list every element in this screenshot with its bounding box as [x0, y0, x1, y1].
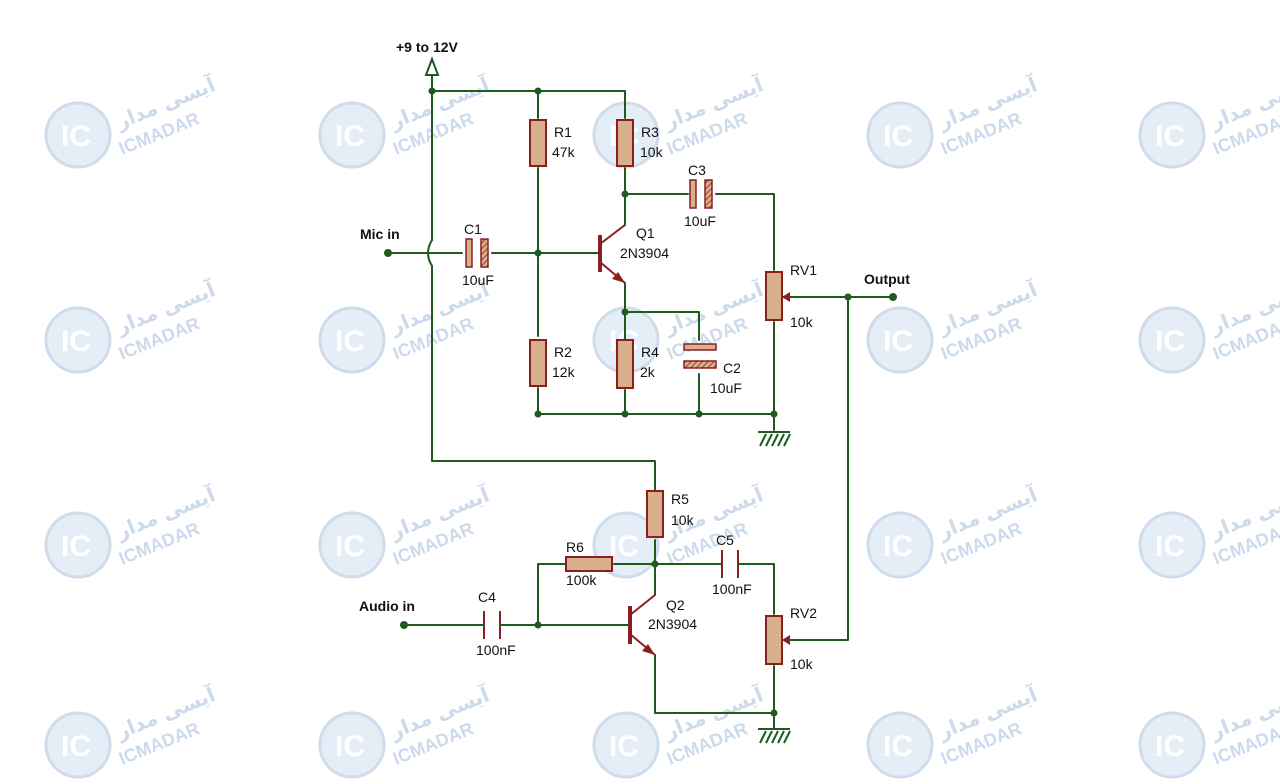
- svg-text:IC: IC: [883, 120, 913, 153]
- svg-text:C1: C1: [464, 221, 482, 237]
- svg-text:IC: IC: [609, 530, 639, 563]
- svg-text:R4: R4: [641, 344, 659, 360]
- capacitor-c4: C4 100nF: [476, 589, 516, 658]
- svg-text:2k: 2k: [640, 364, 656, 380]
- svg-text:IC: IC: [883, 530, 913, 563]
- svg-text:47k: 47k: [552, 144, 576, 160]
- svg-text:10uF: 10uF: [462, 272, 494, 288]
- svg-text:C3: C3: [688, 162, 706, 178]
- svg-text:IC: IC: [883, 730, 913, 763]
- resistor-r5: R5 10k: [646, 490, 695, 538]
- junction-nodes: [384, 87, 897, 717]
- supply-arrow-icon: [424, 56, 440, 76]
- potentiometer-rv1: RV1 10k: [765, 262, 817, 330]
- svg-text:10k: 10k: [790, 314, 814, 330]
- svg-text:C2: C2: [723, 360, 741, 376]
- audio-in-terminal: [400, 621, 408, 629]
- svg-text:100k: 100k: [566, 572, 597, 588]
- svg-text:10k: 10k: [671, 512, 695, 528]
- svg-text:IC: IC: [61, 530, 91, 563]
- svg-text:IC: IC: [883, 325, 913, 358]
- svg-text:R1: R1: [554, 124, 572, 140]
- svg-text:R3: R3: [641, 124, 659, 140]
- potentiometer-rv2: RV2 10k: [765, 605, 817, 672]
- svg-text:10k: 10k: [790, 656, 814, 672]
- output-terminal: [889, 293, 897, 301]
- ground-symbol-1: [758, 431, 791, 447]
- svg-text:IC: IC: [1155, 325, 1185, 358]
- wiring: [387, 74, 894, 729]
- svg-text:12k: 12k: [552, 364, 576, 380]
- capacitor-c2: C2 10uF: [683, 343, 742, 396]
- svg-text:IC: IC: [609, 730, 639, 763]
- capacitor-c3: C3 10uF: [684, 162, 716, 229]
- svg-text:100nF: 100nF: [476, 642, 516, 658]
- svg-text:IC: IC: [1155, 530, 1185, 563]
- svg-text:IC: IC: [335, 325, 365, 358]
- svg-text:100nF: 100nF: [712, 581, 752, 597]
- transistor-q1: Q1 2N3904: [595, 224, 669, 284]
- svg-text:10uF: 10uF: [684, 213, 716, 229]
- svg-text:IC: IC: [1155, 120, 1185, 153]
- svg-text:R6: R6: [566, 539, 584, 555]
- svg-text:Q1: Q1: [636, 225, 655, 241]
- resistor-r4: R4 2k: [616, 339, 659, 389]
- mic-in-terminal: [384, 249, 392, 257]
- svg-text:IC: IC: [61, 325, 91, 358]
- resistor-r1: R1 47k: [529, 119, 576, 167]
- svg-text:IC: IC: [335, 730, 365, 763]
- resistor-r3: R3 10k: [616, 119, 664, 167]
- svg-text:10uF: 10uF: [710, 380, 742, 396]
- capacitor-c5: C5 100nF: [712, 532, 752, 597]
- svg-text:10k: 10k: [640, 144, 664, 160]
- svg-text:C5: C5: [716, 532, 734, 548]
- audio-in-label: Audio in: [359, 598, 415, 614]
- svg-text:R2: R2: [554, 344, 572, 360]
- svg-text:IC: IC: [61, 730, 91, 763]
- supply-label: +9 to 12V: [396, 39, 459, 55]
- capacitor-c1: C1 10uF: [462, 221, 494, 288]
- svg-text:IC: IC: [335, 120, 365, 153]
- transistor-q2: Q2 2N3904: [625, 594, 697, 656]
- svg-text:C4: C4: [478, 589, 496, 605]
- svg-text:RV2: RV2: [790, 605, 817, 621]
- ground-symbol-2: [758, 728, 791, 744]
- resistor-r2: R2 12k: [529, 339, 576, 387]
- svg-text:R5: R5: [671, 491, 689, 507]
- svg-text:IC: IC: [335, 530, 365, 563]
- svg-text:IC: IC: [61, 120, 91, 153]
- svg-text:2N3904: 2N3904: [620, 245, 669, 261]
- svg-text:2N3904: 2N3904: [648, 616, 697, 632]
- mic-in-label: Mic in: [360, 226, 400, 242]
- output-label: Output: [864, 271, 910, 287]
- resistor-r6: R6 100k: [565, 539, 613, 588]
- svg-text:RV1: RV1: [790, 262, 817, 278]
- svg-text:IC: IC: [1155, 730, 1185, 763]
- svg-text:Q2: Q2: [666, 597, 685, 613]
